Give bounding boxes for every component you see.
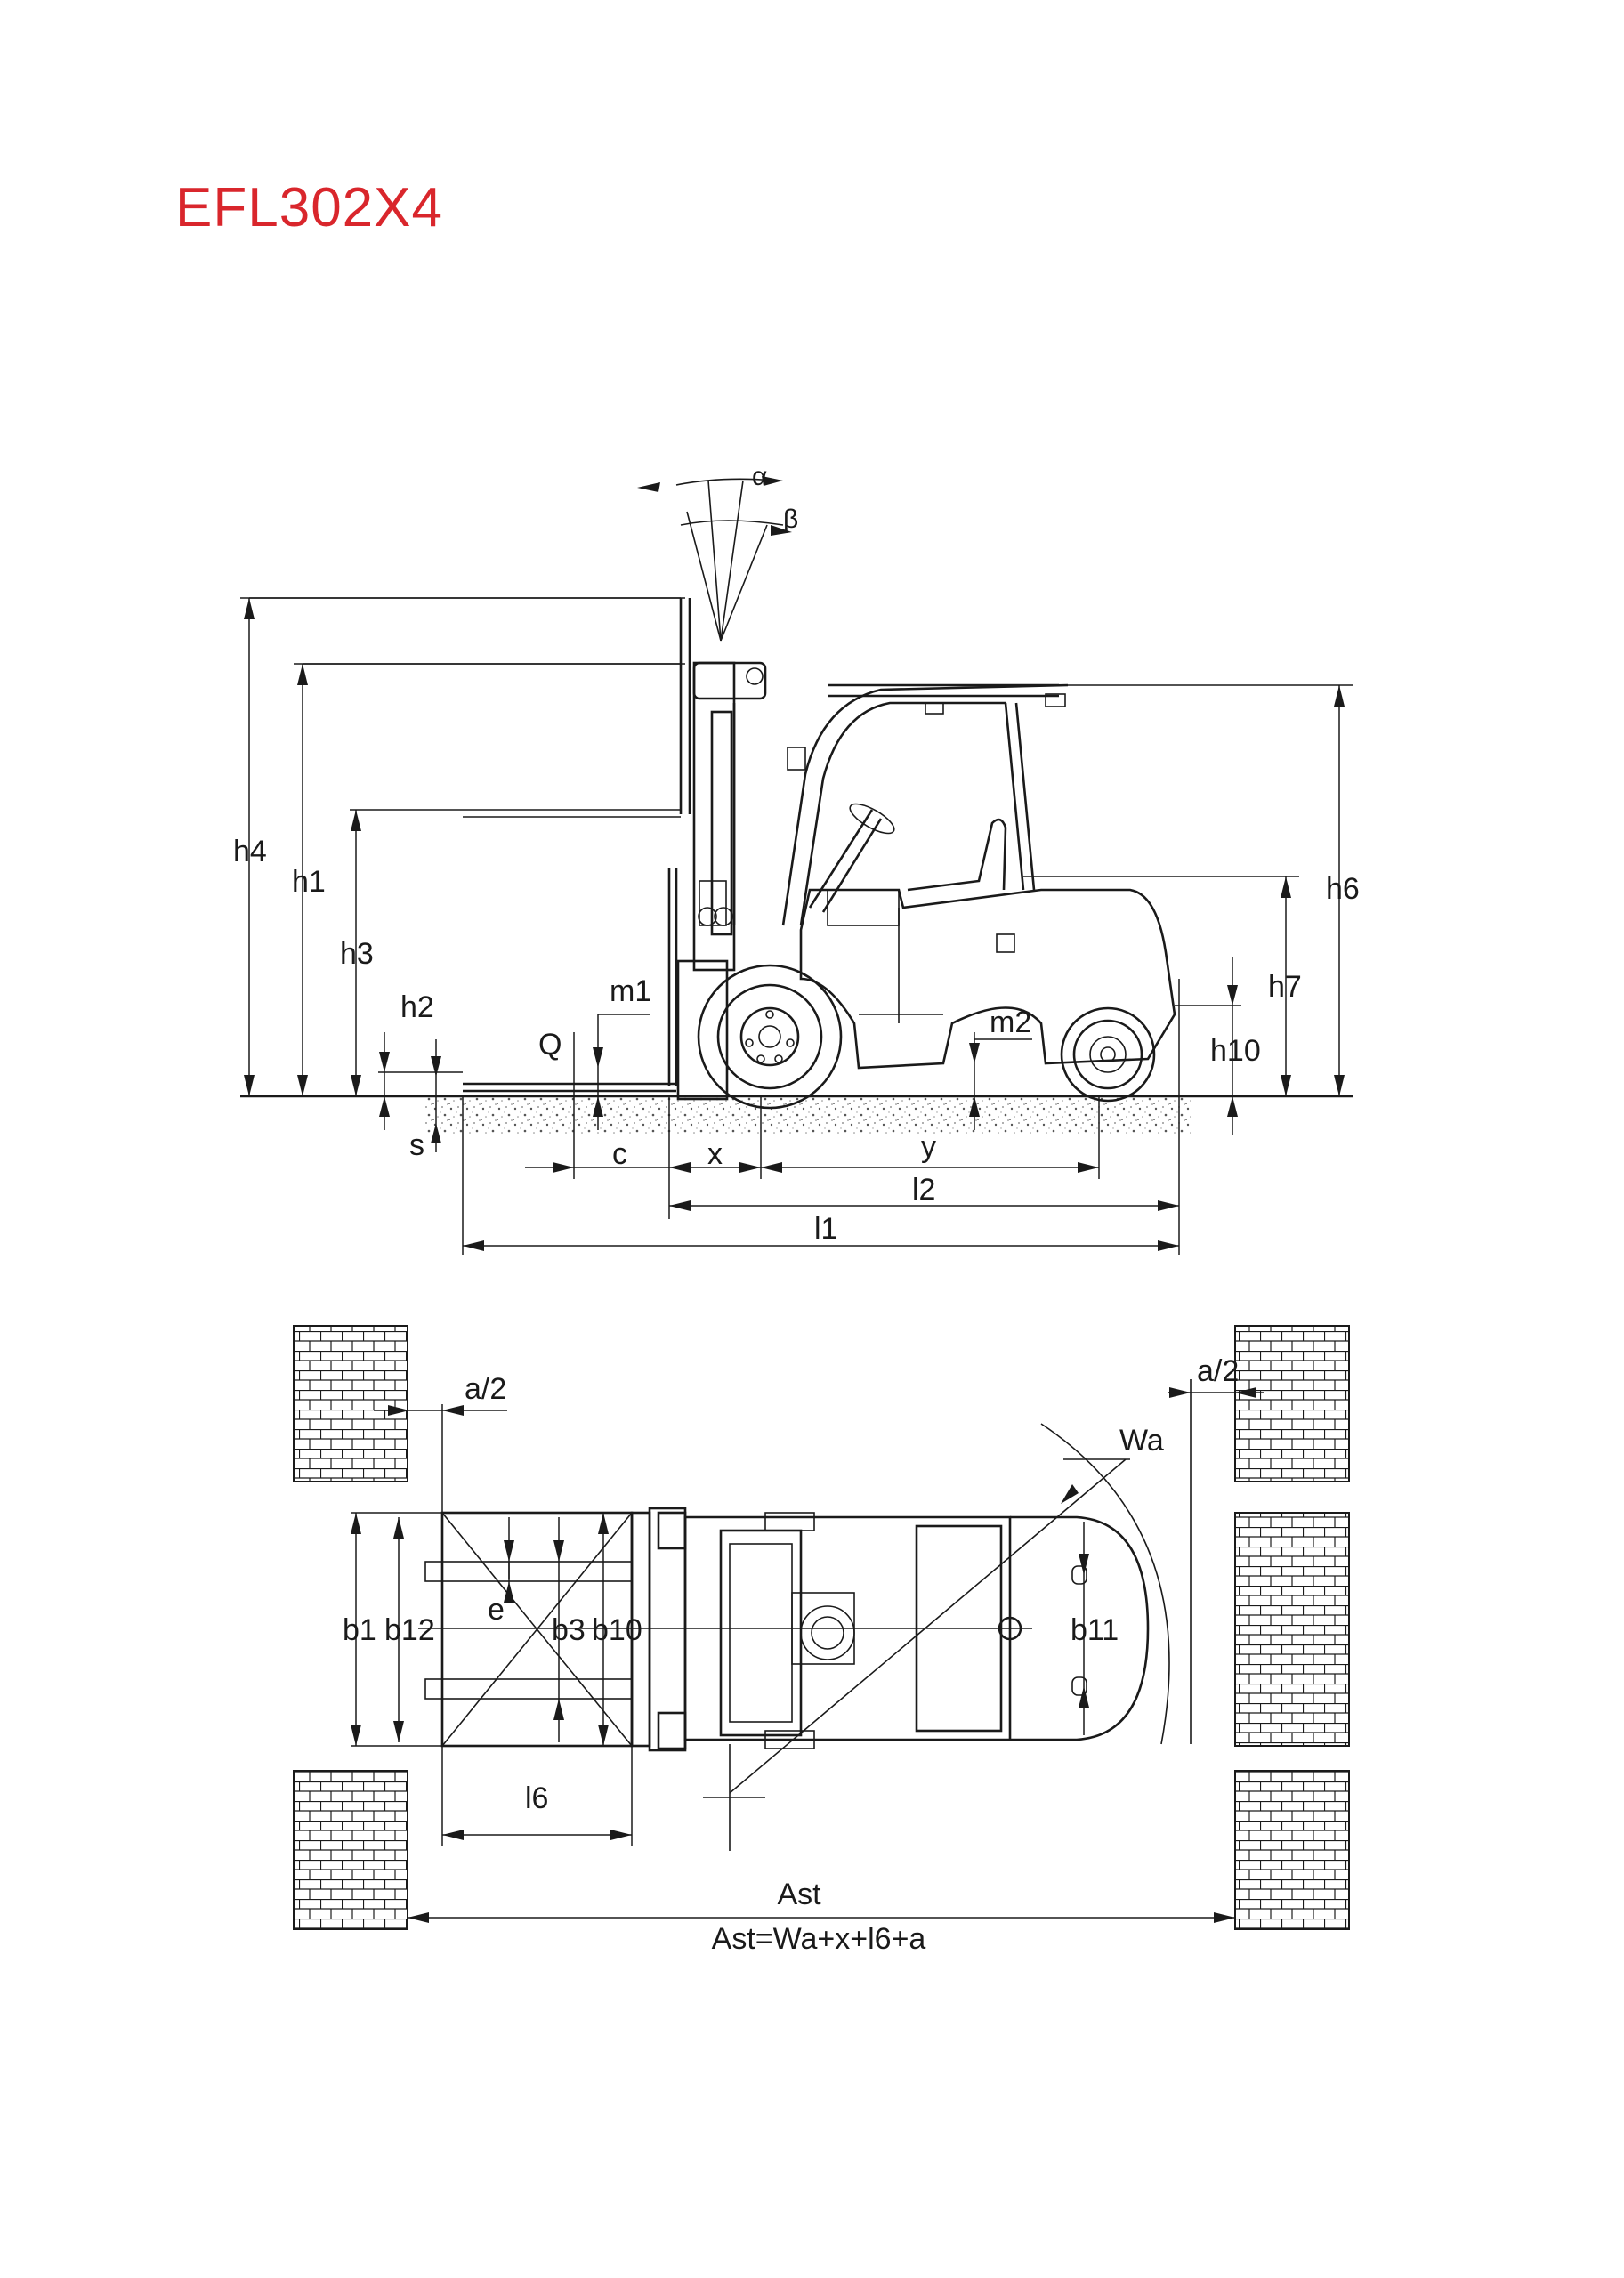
wall-top-left	[293, 1325, 408, 1482]
h2-label: h2	[400, 990, 434, 1024]
ground-gravel	[425, 1096, 1191, 1135]
b12-label: b12	[384, 1613, 435, 1647]
rear-wheel	[1060, 1006, 1156, 1103]
page-title: EFL302X4	[175, 177, 443, 238]
wall-bottom-right	[1234, 1770, 1350, 1930]
c-label: c	[612, 1137, 627, 1171]
forks	[249, 597, 691, 1093]
h7-label: h7	[1268, 970, 1302, 1004]
length-dimensions: c x y l2 l1	[462, 979, 1180, 1255]
e-label: e	[488, 1593, 505, 1627]
a2-right-label: a/2	[1197, 1354, 1239, 1388]
Wa-label: Wa	[1119, 1424, 1164, 1458]
overhead-guard	[781, 683, 1069, 926]
tilt-angle-indicator: α β	[637, 462, 798, 642]
h4-label: h4	[233, 835, 267, 868]
Ast-formula: Ast=Wa+x+l6+a	[712, 1922, 926, 1956]
alpha-label: α	[752, 462, 767, 491]
wall-bottom-left	[293, 1770, 408, 1930]
top-view: Wa a/2 a/2	[293, 1325, 1350, 1956]
steering-and-seat	[808, 803, 1007, 926]
a2-left-label: a/2	[465, 1372, 506, 1406]
fork-detail-dimensions: h2 Q m1 s	[378, 974, 651, 1162]
a2-dimensions: a/2 a/2	[374, 1354, 1264, 1513]
b1-label: b1	[343, 1613, 376, 1647]
y-label: y	[921, 1130, 936, 1164]
wall-middle-right	[1234, 1512, 1350, 1747]
Ast-label: Ast	[777, 1878, 821, 1911]
l1-label: l1	[814, 1212, 837, 1246]
front-wheel	[697, 964, 843, 1110]
h10-label: h10	[1210, 1034, 1261, 1068]
beta-label: β	[783, 505, 798, 534]
h6-label: h6	[1326, 872, 1360, 906]
h1-label: h1	[292, 865, 326, 899]
mast	[676, 661, 767, 1101]
s-label: s	[409, 1128, 424, 1162]
wall-top-right	[1234, 1325, 1350, 1482]
pallet-load	[424, 1511, 651, 1748]
height-dimensions-left: h4 h1 h3	[233, 597, 685, 1096]
l6-label: l6	[525, 1781, 548, 1815]
height-dimensions-right: h6 h7 h10	[1023, 684, 1360, 1135]
h3-label: h3	[340, 937, 374, 971]
turning-radius: Wa	[703, 1379, 1192, 1851]
m2-dimension: m2	[969, 1006, 1032, 1130]
b11-label: b11	[1071, 1613, 1119, 1647]
m1-label: m1	[610, 974, 651, 1008]
width-dimensions: b1 b12 e b3 b10 b11	[343, 1512, 1119, 1747]
m2-label: m2	[990, 1006, 1031, 1039]
b3-label: b3	[552, 1613, 586, 1647]
x-label: x	[707, 1137, 723, 1171]
l6-dimension: l6	[441, 1746, 633, 1846]
b10-label: b10	[592, 1613, 642, 1647]
side-view: α β	[233, 462, 1360, 1255]
l2-label: l2	[912, 1173, 935, 1207]
ast-dimension: Ast Ast=Wa+x+l6+a	[408, 1878, 1235, 1956]
Q-label: Q	[538, 1028, 562, 1062]
truck-body	[799, 888, 1176, 1070]
